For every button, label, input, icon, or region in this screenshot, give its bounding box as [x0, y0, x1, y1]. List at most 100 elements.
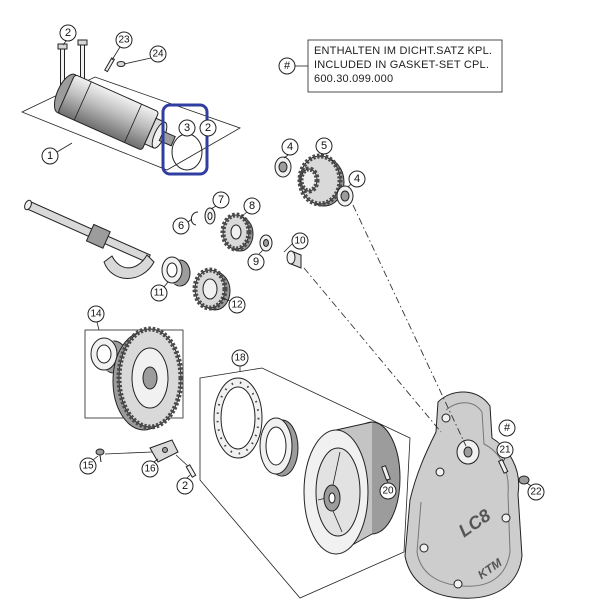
gear-5	[297, 153, 345, 207]
freewheel-ring	[213, 377, 263, 459]
callout-circle	[172, 217, 190, 235]
bracket-16	[149, 439, 179, 463]
callout-circle	[59, 24, 77, 42]
bearing-inner	[340, 190, 350, 202]
leader-line	[187, 218, 193, 223]
callout-circle	[291, 232, 309, 250]
bolt-shank	[99, 454, 102, 463]
ring-bolt-circle	[216, 381, 260, 455]
cover-rim	[416, 402, 511, 587]
leader-line	[526, 482, 532, 487]
callout-label: 2	[182, 480, 188, 492]
motor-seam	[73, 81, 92, 121]
highlight-box	[161, 103, 209, 176]
bracket-pin	[162, 447, 168, 453]
bolt-shank	[497, 459, 509, 474]
ignition-cover: LC8 KTM	[404, 391, 523, 599]
callout-label: 14	[90, 309, 102, 320]
rotor-bearing	[259, 417, 299, 477]
callout-label: 15	[82, 461, 94, 472]
callout-12: 12	[228, 296, 246, 314]
bearing-inner	[278, 161, 288, 173]
cover-body	[404, 391, 523, 599]
callout-8: 8	[243, 197, 261, 215]
callout-label: 20	[382, 486, 394, 497]
callout-15: 15	[79, 457, 97, 475]
leader-line	[56, 142, 73, 153]
leader-line	[319, 153, 323, 158]
callout-4-right: 4	[348, 170, 366, 188]
washer-hole	[263, 239, 269, 247]
motor-body	[58, 74, 159, 150]
callout-circle	[228, 296, 246, 314]
callout-label: 2	[65, 27, 71, 39]
callout-label: 5	[321, 140, 327, 152]
callout-label: 23	[118, 35, 130, 46]
rotor-frame	[199, 367, 411, 599]
callout-circle	[243, 197, 261, 215]
callout-label: #	[504, 422, 511, 434]
gear-teeth	[116, 326, 184, 430]
gear-12	[192, 267, 231, 311]
ring-inner	[220, 386, 256, 450]
callout-label: 7	[218, 194, 224, 206]
leader-line	[153, 458, 159, 463]
callout-label: 12	[231, 300, 243, 311]
callout-circle	[150, 284, 168, 302]
shaft-body	[25, 200, 151, 264]
callout-label: 6	[178, 220, 184, 232]
bearing-4-left	[274, 156, 292, 178]
callout-label: 3	[184, 122, 190, 134]
leader-line	[502, 457, 506, 463]
leader-line	[210, 205, 217, 210]
freewheel-gear	[112, 326, 184, 431]
leader-line	[258, 249, 264, 255]
cover-bolt-hole	[435, 467, 445, 477]
assembly-axis	[352, 204, 467, 447]
callout-circle	[498, 419, 516, 437]
rotor	[303, 421, 401, 555]
cover-bolt-hole	[441, 413, 451, 423]
gear-bore	[202, 278, 218, 300]
note-marker-circle	[278, 57, 296, 75]
callout-label: 11	[154, 288, 165, 299]
note-line-de: ENTHALTEN IM DICHT.SATZ KPL.	[314, 45, 492, 57]
callout-circle	[281, 138, 299, 156]
callout-label: 1	[47, 150, 53, 162]
cover-bolt-hole	[501, 513, 511, 523]
gear-hub	[142, 366, 158, 390]
washer-24	[116, 61, 126, 67]
leader-line	[92, 455, 99, 461]
cover-bolt-21	[497, 459, 509, 474]
gear-teeth	[192, 267, 228, 311]
assembly-axis	[303, 267, 442, 433]
bearing-14	[90, 337, 128, 374]
callout-circle	[348, 170, 366, 188]
callout-label: 4	[287, 141, 293, 153]
callout-label: 9	[253, 256, 259, 268]
cover-bolt-hole	[453, 579, 463, 589]
callout-circle	[212, 191, 230, 209]
starter-motor	[53, 73, 176, 150]
gear-8	[220, 212, 254, 252]
callout-label: 8	[249, 200, 255, 212]
rotor-edge	[335, 421, 373, 431]
callout-1: 1	[41, 147, 59, 165]
leader-line	[163, 281, 169, 288]
note-line-en: INCLUDED IN GASKET-SET CPL.	[314, 59, 489, 71]
callout-label: 18	[234, 353, 246, 364]
callout-circle	[496, 441, 514, 459]
callout-circle	[379, 482, 397, 500]
callout-circle	[231, 349, 249, 367]
callout-label: 10	[294, 236, 306, 247]
leader-line	[62, 40, 67, 46]
shaft-spline	[85, 223, 111, 249]
bearing-bore	[96, 344, 112, 364]
leader-line	[186, 474, 191, 479]
leader-line	[283, 242, 294, 253]
assembly-line	[104, 451, 153, 455]
leader-line	[221, 297, 231, 302]
callout-circle	[79, 457, 97, 475]
callout-circle	[315, 137, 333, 155]
callout-22: 22	[527, 483, 545, 501]
